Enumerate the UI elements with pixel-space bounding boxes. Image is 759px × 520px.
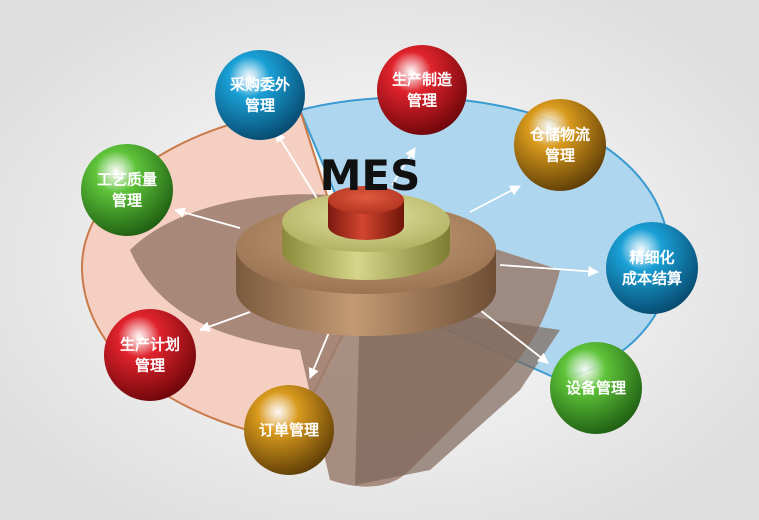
- module-label-production-plan-1: 管理: [135, 357, 165, 375]
- module-equipment: 设备管理: [550, 342, 642, 434]
- module-order: 订单管理: [244, 385, 334, 475]
- module-ball-production-plan: [104, 309, 196, 401]
- shadow-wedge: [355, 300, 560, 485]
- module-label-cost-0: 精细化: [629, 249, 674, 267]
- module-label-procurement-1: 管理: [245, 97, 275, 115]
- module-label-cost-1: 成本结算: [622, 270, 682, 288]
- mes-title: MES: [320, 151, 421, 200]
- module-ball-equipment: [550, 342, 642, 434]
- module-ball-warehouse: [514, 99, 606, 191]
- module-label-production-mfg-0: 生产制造: [392, 71, 452, 89]
- module-label-order-0: 订单管理: [259, 421, 319, 439]
- module-label-quality-0: 工艺质量: [97, 171, 157, 189]
- arrow-quality: [173, 207, 241, 229]
- module-ball-order: [244, 385, 334, 475]
- connector-arrows: [173, 131, 600, 379]
- mes-core-stack: [236, 186, 496, 336]
- arrow-production-plan: [198, 311, 251, 332]
- module-label-production-plan-0: 生产计划: [120, 336, 180, 354]
- arrow-equipment: [479, 309, 549, 364]
- module-ball-cost: [606, 222, 698, 314]
- tier3-top: [328, 186, 404, 214]
- arrow-order: [308, 329, 331, 379]
- module-label-warehouse-1: 管理: [545, 147, 575, 165]
- module-ball-quality: [81, 144, 173, 236]
- arrow-procurement: [275, 131, 319, 201]
- module-ball-production-mfg: [377, 45, 467, 135]
- module-label-procurement-0: 采购委外: [229, 76, 290, 94]
- module-label-quality-1: 管理: [112, 192, 142, 210]
- arrow-production-mfg: [391, 147, 416, 186]
- arrow-cost: [499, 264, 600, 277]
- module-label-equipment-0: 设备管理: [566, 379, 626, 397]
- module-label-production-mfg-1: 管理: [407, 92, 437, 110]
- module-ball-procurement: [215, 50, 305, 140]
- arrow-warehouse: [469, 185, 521, 213]
- module-label-warehouse-0: 仓储物流: [529, 126, 590, 144]
- module-balls: 采购委外管理生产制造管理仓储物流管理精细化成本结算设备管理订单管理生产计划管理工…: [81, 45, 698, 475]
